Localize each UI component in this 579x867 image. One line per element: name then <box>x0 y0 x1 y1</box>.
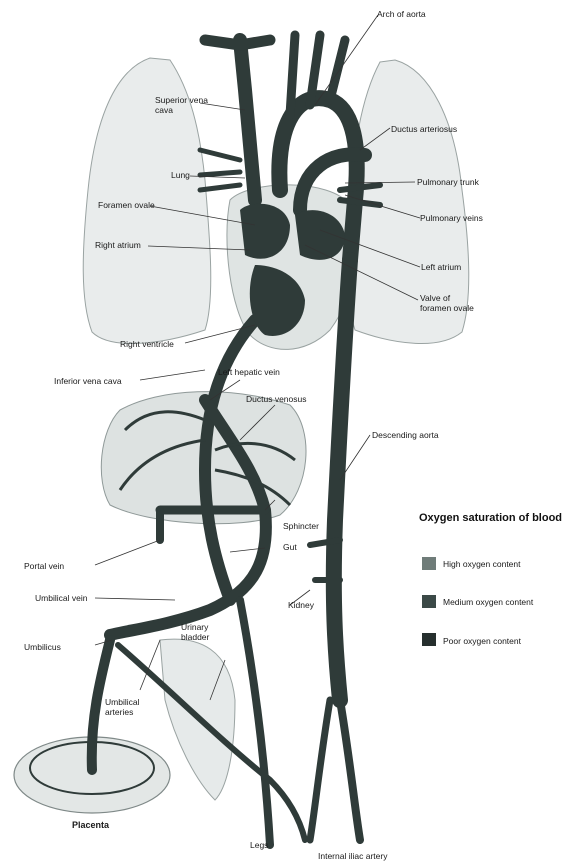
label-sphincter: Sphincter <box>283 521 319 531</box>
superior-vena-cava <box>240 40 255 200</box>
label-umbilicus: Umbilicus <box>24 642 61 652</box>
label-ductus-arteriosus: Ductus arteriosus <box>391 124 457 134</box>
label-lung: Lung <box>171 170 190 180</box>
label-kidney: Kidney <box>288 600 314 610</box>
iliac-vessels-right <box>340 700 360 840</box>
legend-label-high: High oxygen content <box>443 559 521 569</box>
label-right-ventricle: Right ventricle <box>120 339 174 349</box>
label-gut: Gut <box>283 542 297 552</box>
label-internal-iliac-artery: Internal iliac artery <box>318 851 387 861</box>
label-pulmonary-trunk: Pulmonary trunk <box>417 177 479 187</box>
label-urinary-bladder: Urinary bladder <box>181 622 226 642</box>
aorta-branch-3 <box>330 40 345 100</box>
svc-branch <box>205 40 270 45</box>
legend-swatch-poor <box>422 633 436 646</box>
label-umbilical-arteries: Umbilical arteries <box>105 697 153 717</box>
iliac-vessels-left <box>240 600 270 845</box>
legend-swatch-high <box>422 557 436 570</box>
label-legs: Legs <box>250 840 268 850</box>
label-inferior-vena-cava: Inferior vena cava <box>54 376 122 386</box>
legend-label-poor: Poor oxygen content <box>443 636 521 646</box>
lung-vessels <box>200 150 240 190</box>
iliac-vessels-mid <box>310 700 330 840</box>
label-left-hepatic-vein: Left hepatic vein <box>218 367 280 377</box>
label-valve-of-foramen-ovale: Valve of foramen ovale <box>420 293 480 313</box>
label-portal-vein: Portal vein <box>24 561 64 571</box>
label-placenta: Placenta <box>72 820 109 830</box>
legend-title: Oxygen saturation of blood <box>419 512 562 524</box>
aorta-branch-1 <box>290 35 295 115</box>
label-superior-vena-cava: Superior vena cava <box>155 95 215 115</box>
label-arch-of-aorta: Arch of aorta <box>377 9 426 19</box>
label-right-atrium: Right atrium <box>95 240 141 250</box>
label-descending-aorta: Descending aorta <box>372 430 439 440</box>
label-umbilical-vein: Umbilical vein <box>35 593 87 603</box>
label-ductus-venosus: Ductus venosus <box>246 394 306 404</box>
descending-aorta <box>334 260 350 700</box>
label-foramen-ovale: Foramen ovale <box>98 200 155 210</box>
legend-swatch-medium <box>422 595 436 608</box>
legend-label-medium: Medium oxygen content <box>443 597 533 607</box>
label-pulmonary-veins: Pulmonary veins <box>420 213 483 223</box>
label-left-atrium: Left atrium <box>421 262 461 272</box>
